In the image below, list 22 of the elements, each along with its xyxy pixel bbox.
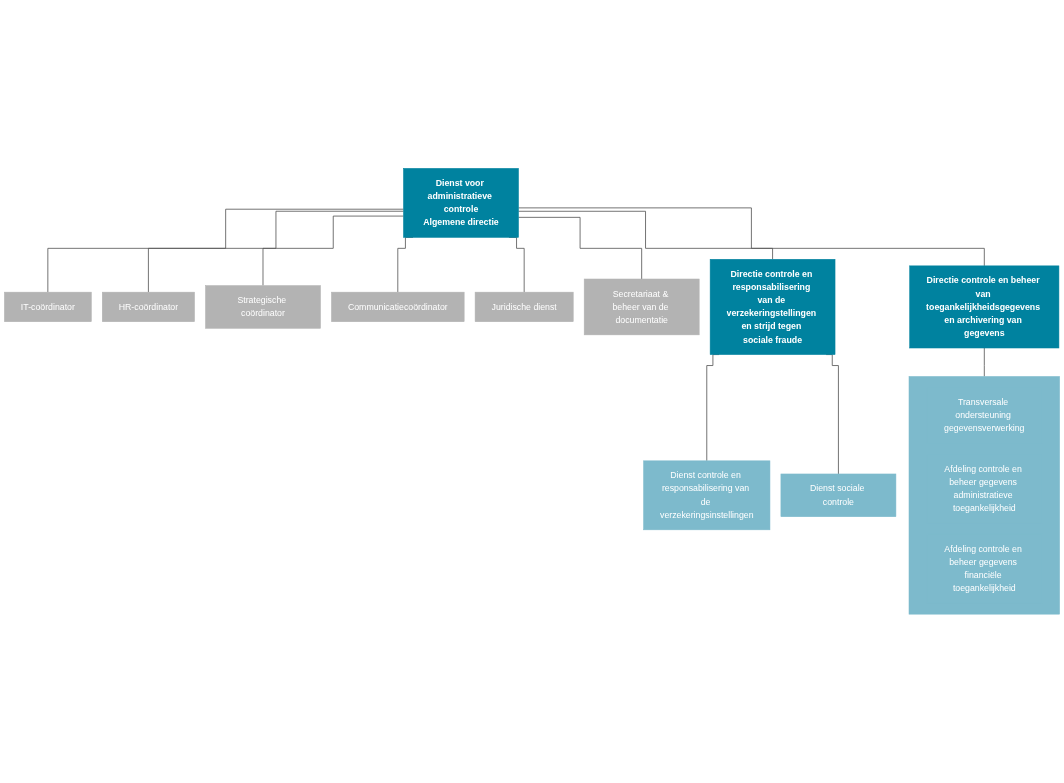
connector bbox=[148, 211, 404, 293]
connector bbox=[518, 211, 773, 260]
node-box: Strategische coördinator bbox=[205, 285, 321, 329]
node-box: Dienst sociale controle bbox=[780, 473, 897, 518]
connector bbox=[47, 209, 404, 293]
node-box: Communicatiecoördinator bbox=[331, 292, 465, 323]
node-text: Transversale ondersteuning gegevensverwerking bbox=[944, 397, 1025, 434]
node-box: Directie controle en responsabilisering van de verzekeringstellingen en strijd tegen sociale fraude bbox=[709, 259, 836, 356]
connector bbox=[262, 215, 404, 287]
node-box: Dienst controle en responsabilisering van de verzekeringsinstellingen bbox=[643, 460, 771, 531]
node-box: Juridische dienst bbox=[474, 292, 574, 323]
node-box: HR-coördinator bbox=[102, 292, 195, 323]
node-text: Afdeling controle en beheer gegevens financiële toegankelijkheid bbox=[944, 544, 1022, 594]
cluster bbox=[908, 376, 1060, 615]
node-box: Directie controle en beheer van toegankelijkheidsgegevens en archivering van gegevens bbox=[909, 265, 1060, 349]
connector bbox=[518, 207, 985, 267]
node-box: Secretariaat & beheer van de documentatie bbox=[583, 278, 700, 336]
node-box: IT-coördinator bbox=[4, 292, 92, 323]
connector bbox=[518, 217, 643, 280]
node-box: Dienst voor administratieve controle Algemene directie bbox=[403, 168, 519, 238]
connector bbox=[983, 347, 985, 378]
node-text: Afdeling controle en beheer gegevens administratieve toegankelijkheid bbox=[944, 464, 1022, 514]
